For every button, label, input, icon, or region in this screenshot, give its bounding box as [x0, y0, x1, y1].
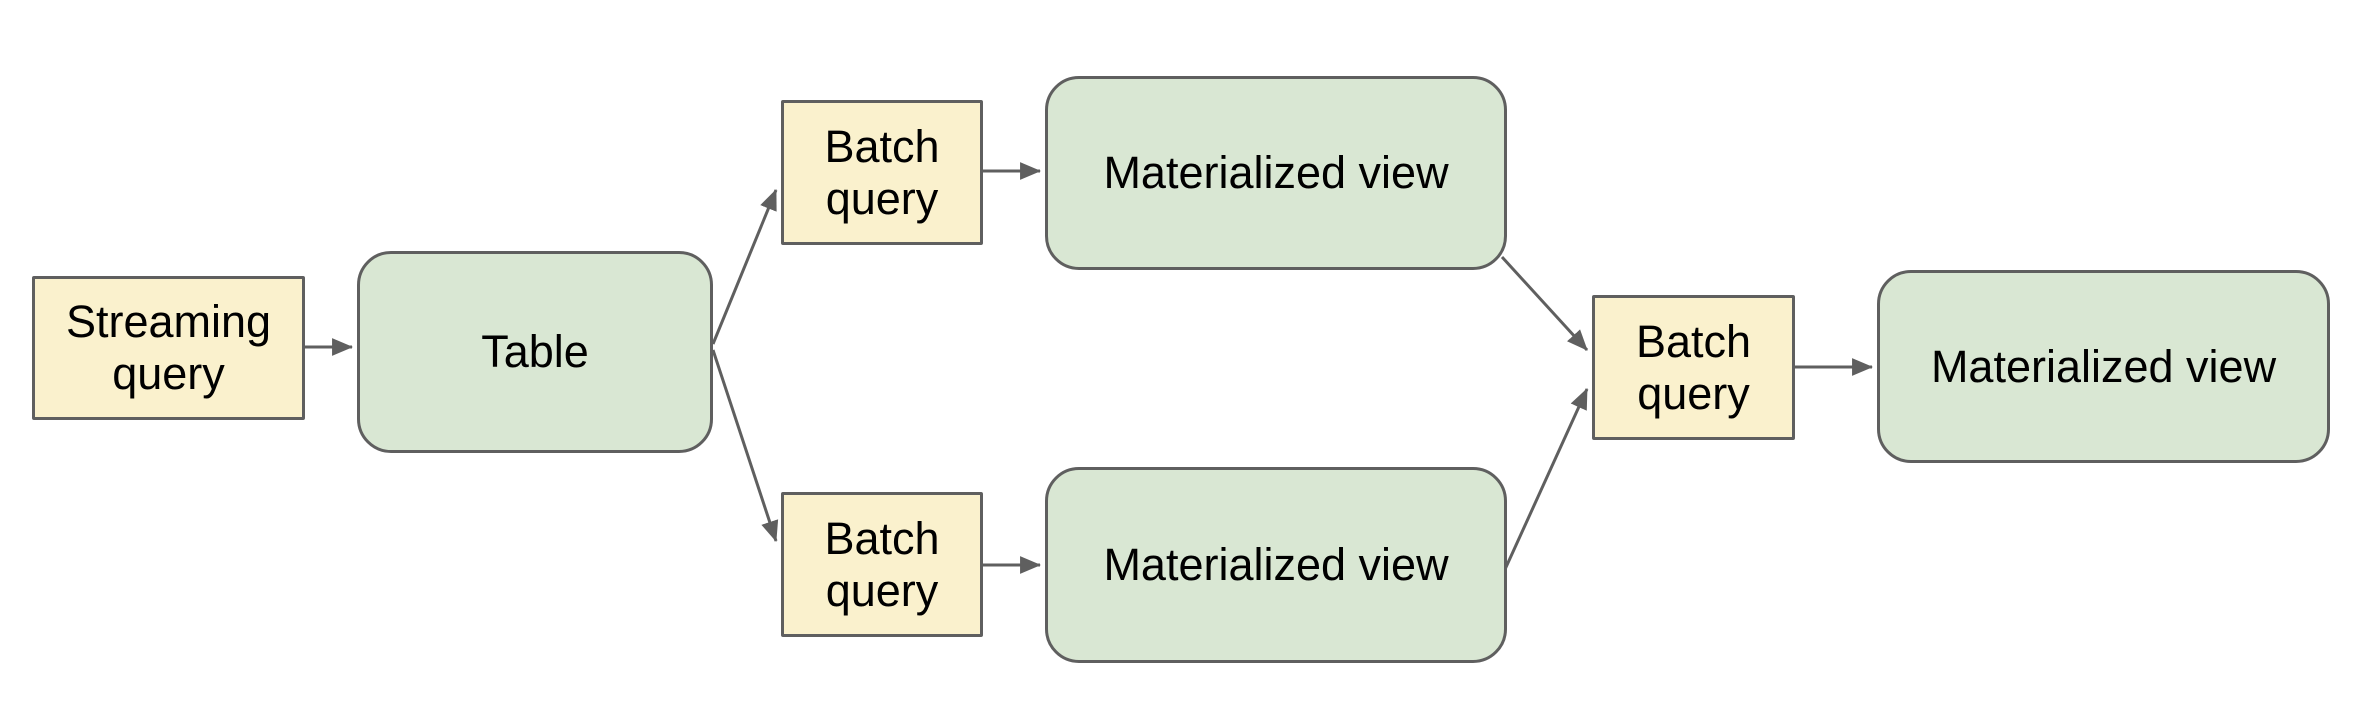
node-batch-query-bottom: Batch query: [781, 492, 983, 637]
node-label: Batch query: [1635, 315, 1752, 419]
node-label: Materialized view: [1103, 539, 1449, 591]
arrow-table-to-batch-query-bottom: [711, 349, 779, 542]
node-label: Materialized view: [1103, 147, 1449, 199]
node-batch-query-top: Batch query: [781, 100, 983, 245]
node-materialized-view-final: Materialized view: [1877, 270, 2330, 463]
node-label: Batch query: [824, 512, 940, 616]
node-materialized-view-top: Materialized view: [1045, 76, 1507, 270]
arrow-materialized-view-bottom-to-batch-query-final: [1500, 388, 1589, 577]
node-batch-query-final: Batch query: [1592, 295, 1795, 440]
node-label: Table: [481, 326, 589, 378]
node-table: Table: [357, 251, 713, 453]
arrow-table-to-batch-query-top: [711, 189, 778, 345]
node-streaming-query: Streaming query: [32, 276, 305, 420]
node-materialized-view-bottom: Materialized view: [1045, 467, 1507, 663]
node-label: Streaming query: [65, 296, 272, 399]
node-label: Batch query: [824, 120, 940, 224]
node-label: Materialized view: [1930, 340, 2277, 392]
arrow-materialized-view-top-to-batch-query-final: [1500, 255, 1589, 352]
